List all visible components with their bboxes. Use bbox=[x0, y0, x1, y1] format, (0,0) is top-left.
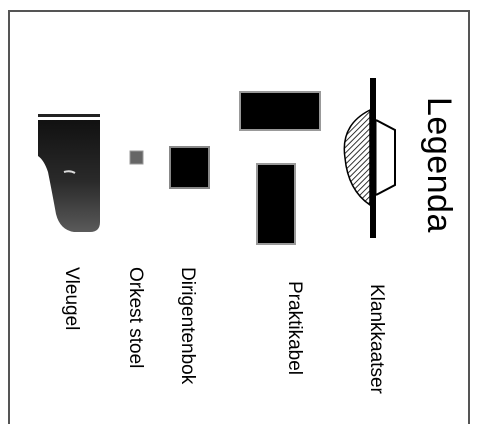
label-praktikabel: Praktikabel bbox=[284, 281, 305, 375]
stage-platform-icon bbox=[239, 91, 321, 245]
chair-icon bbox=[129, 150, 144, 165]
acoustic-reflector-icon bbox=[343, 78, 396, 238]
legend-title: Legenda bbox=[420, 97, 458, 233]
label-vleugel: Vleugel bbox=[61, 267, 82, 331]
label-klankkaatser: Klankkaatser bbox=[366, 284, 387, 394]
label-dirigentenbok: Dirigentenbok bbox=[177, 267, 198, 385]
label-orkest-stoel: Orkest stoel bbox=[125, 267, 146, 369]
legend-frame bbox=[8, 10, 470, 424]
grand-piano-icon bbox=[38, 114, 100, 232]
conductor-podium-icon bbox=[169, 146, 210, 189]
